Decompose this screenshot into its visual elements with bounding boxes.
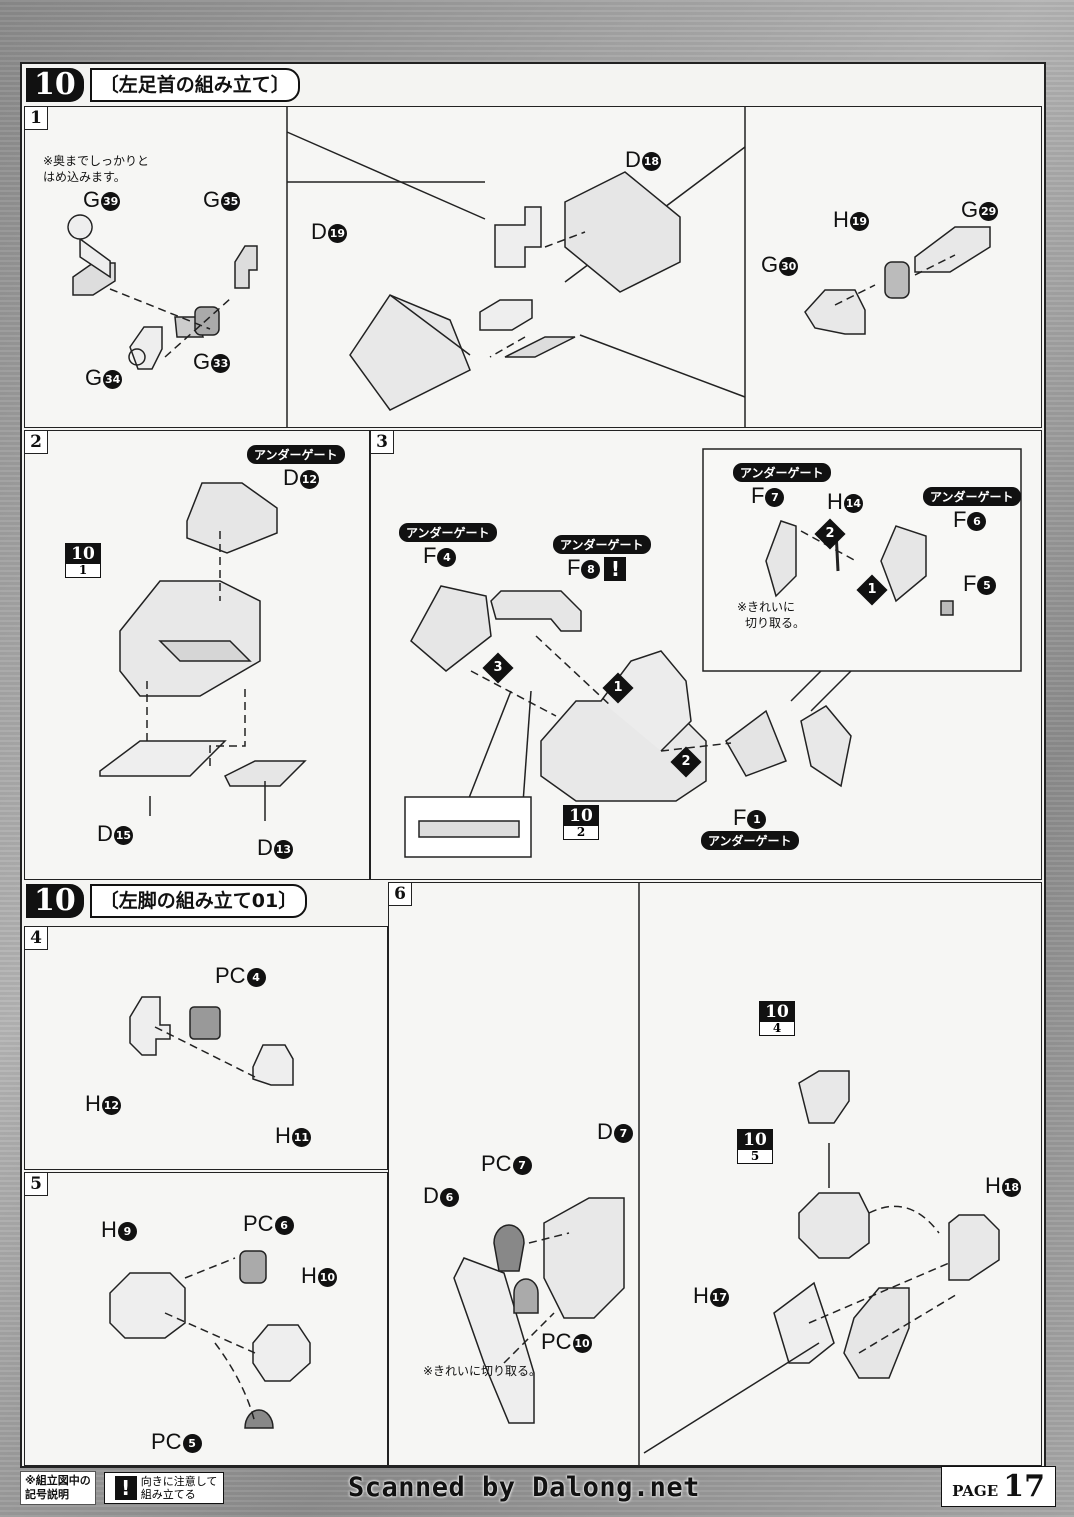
section-header-leg: 10 〔左脚の組み立て01〕 <box>26 884 308 918</box>
step-number: 3 <box>371 431 394 454</box>
step-6-note: ※きれいに切り取る。 <box>423 1364 542 1378</box>
section-number: 10 <box>26 68 84 102</box>
sequence-marker-3: 3 <box>482 652 514 684</box>
scan-credit: Scanned by Dalong.net <box>348 1472 700 1503</box>
step-4-diagram <box>129 996 294 1086</box>
step-1-diagram <box>67 107 991 427</box>
symbol-legend: ※組立図中の 記号説明 ! 向きに注意して 組み立てる <box>20 1468 225 1508</box>
orientation-warning-icon: ! <box>114 1476 137 1500</box>
section-header-ankle: 10 〔左足首の組み立て〕 <box>26 68 300 102</box>
under-gate-badge: アンダーゲート <box>399 523 497 542</box>
page-number: PAGE 17 <box>941 1466 1056 1507</box>
under-gate-badge: アンダーゲート <box>733 463 831 482</box>
under-gate-badge: アンダーゲート <box>247 445 345 464</box>
step-2-diagram <box>99 482 307 821</box>
sequence-marker-1: 1 <box>602 672 634 704</box>
section-title: 〔左足首の組み立て〕 <box>89 68 300 102</box>
step-3-diagram <box>404 448 1022 858</box>
sequence-marker-2: 2 <box>670 746 702 778</box>
step-5-diagram <box>109 1250 311 1429</box>
step-1-panel: 1 <box>24 106 1042 428</box>
sequence-marker-1: 1 <box>856 574 888 606</box>
step-3-panel: 3 <box>370 430 1042 880</box>
under-gate-badge: アンダーゲート <box>923 487 1021 506</box>
step-1-note: ※奥までしっかりと はめ込みます。 <box>43 154 150 184</box>
step-number: 4 <box>25 927 48 950</box>
orientation-warning-icon: ! <box>604 557 627 582</box>
step-number: 2 <box>25 431 48 454</box>
step-6-diagram <box>453 883 1000 1465</box>
section-title: 〔左脚の組み立て01〕 <box>89 884 308 918</box>
sequence-marker-2: 2 <box>814 518 846 550</box>
instruction-sheet: 10 〔左足首の組み立て〕 1 <box>20 62 1046 1468</box>
legend-warning-item: ! 向きに注意して 組み立てる <box>103 1472 225 1504</box>
step-number: 6 <box>389 883 412 906</box>
under-gate-badge: アンダーゲート <box>701 831 799 850</box>
legend-label: ※組立図中の 記号説明 <box>20 1471 96 1505</box>
under-gate-badge: アンダーゲート <box>553 535 651 554</box>
step-3-inset-note: ※きれいに 切り取る。 <box>737 600 806 630</box>
step-number: 1 <box>25 107 48 130</box>
step-number: 5 <box>25 1173 48 1196</box>
section-number: 10 <box>26 884 84 918</box>
